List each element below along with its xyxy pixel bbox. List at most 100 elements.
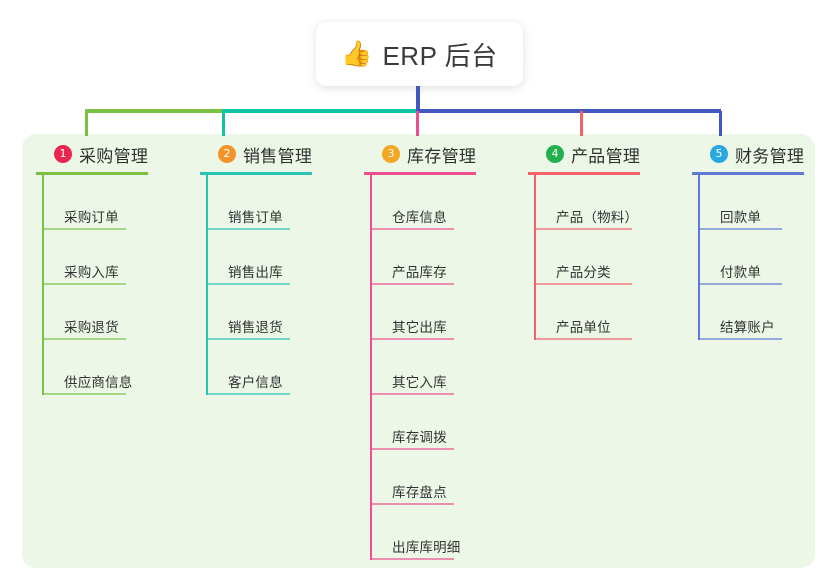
drop-product [580, 111, 583, 136]
column-spine-product [534, 175, 536, 340]
list-item-rule [42, 228, 126, 230]
column-spine-inventory [370, 175, 372, 560]
list-item-rule [42, 393, 126, 395]
list-item[interactable]: 付款单 [692, 230, 804, 285]
list-item-rule [534, 228, 632, 230]
column-header-inventory[interactable]: 3 库存管理 [364, 142, 476, 166]
list-item-label: 采购退货 [64, 320, 119, 335]
list-item[interactable]: 结算账户 [692, 285, 804, 340]
list-item-rule [206, 393, 290, 395]
column-items-sales: 销售订单销售出库销售退货客户信息 [200, 175, 312, 395]
list-item[interactable]: 销售订单 [200, 175, 312, 230]
list-item-label: 付款单 [720, 265, 762, 280]
list-item[interactable]: 销售退货 [200, 285, 312, 340]
drop-inventory [416, 111, 419, 136]
column-rule-product [528, 172, 640, 175]
list-item-label: 采购订单 [64, 210, 119, 225]
column-header-sales[interactable]: 2 销售管理 [200, 142, 312, 166]
list-item-rule [42, 338, 126, 340]
list-item-rule [370, 283, 454, 285]
drop-purchase [85, 111, 88, 136]
list-item-rule [370, 503, 454, 505]
badge-number-icon: 3 [382, 145, 400, 163]
list-item-rule [370, 448, 454, 450]
column-rule-finance [692, 172, 804, 175]
list-item[interactable]: 产品分类 [528, 230, 640, 285]
badge-number-icon: 1 [54, 145, 72, 163]
column-items-product: 产品（物料） 产品分类产品单位 [528, 175, 640, 340]
list-item[interactable]: 客户信息 [200, 340, 312, 395]
segment-green [85, 109, 222, 113]
list-item-rule [370, 338, 454, 340]
badge-number-icon: 4 [546, 145, 564, 163]
segment-teal [222, 109, 418, 113]
diagram-panel [22, 134, 815, 568]
list-item-rule [206, 283, 290, 285]
badge-number-icon: 5 [710, 145, 728, 163]
list-item-label: 出库库明细 [392, 540, 461, 555]
list-item-label: 库存调拨 [392, 430, 447, 445]
list-item-label: 结算账户 [720, 320, 775, 335]
column-items-inventory: 仓库信息产品库存其它出库其它入库库存调拨库存盘点出库库明细 [364, 175, 476, 560]
drop-sales [222, 111, 225, 136]
list-item-rule [534, 283, 632, 285]
root-node[interactable]: 👍 ERP 后台 [316, 22, 523, 86]
list-item[interactable]: 产品库存 [364, 230, 476, 285]
list-item-label: 产品库存 [392, 265, 447, 280]
column-sales: 2 销售管理销售订单销售出库销售退货客户信息 [200, 142, 312, 395]
list-item-label: 销售订单 [228, 210, 283, 225]
column-rule-purchase [36, 172, 148, 175]
list-item-label: 客户信息 [228, 375, 283, 390]
list-item-label: 产品（物料） [556, 210, 639, 225]
column-items-purchase: 采购订单采购入库采购退货供应商信息 [36, 175, 148, 395]
column-spine-sales [206, 175, 208, 395]
list-item[interactable]: 库存盘点 [364, 450, 476, 505]
list-item[interactable]: 库存调拨 [364, 395, 476, 450]
list-item-label: 产品单位 [556, 320, 611, 335]
list-item-rule [206, 228, 290, 230]
list-item[interactable]: 采购入库 [36, 230, 148, 285]
list-item[interactable]: 采购订单 [36, 175, 148, 230]
list-item-rule [370, 228, 454, 230]
list-item[interactable]: 回款单 [692, 175, 804, 230]
list-item[interactable]: 其它入库 [364, 340, 476, 395]
column-rule-inventory [364, 172, 476, 175]
list-item-label: 供应商信息 [64, 375, 133, 390]
list-item[interactable]: 采购退货 [36, 285, 148, 340]
list-item[interactable]: 其它出库 [364, 285, 476, 340]
column-title-sales: 销售管理 [243, 146, 313, 166]
column-rule-sales [200, 172, 312, 175]
list-item[interactable]: 产品（物料） [528, 175, 640, 230]
list-item-label: 销售退货 [228, 320, 283, 335]
list-item-rule [206, 338, 290, 340]
column-spine-purchase [42, 175, 44, 395]
list-item-label: 库存盘点 [392, 485, 447, 500]
list-item[interactable]: 销售出库 [200, 230, 312, 285]
column-spine-finance [698, 175, 700, 340]
list-item-rule [534, 338, 632, 340]
drop-finance [719, 111, 722, 136]
list-item-label: 销售出库 [228, 265, 283, 280]
list-item-rule [698, 338, 782, 340]
column-title-inventory: 库存管理 [407, 146, 477, 166]
list-item[interactable]: 出库库明细 [364, 505, 476, 560]
list-item-rule [698, 228, 782, 230]
segment-blue [416, 109, 721, 113]
column-items-finance: 回款单付款单结算账户 [692, 175, 804, 340]
badge-number-icon: 2 [218, 145, 236, 163]
list-item-label: 其它入库 [392, 375, 447, 390]
list-item[interactable]: 产品单位 [528, 285, 640, 340]
column-inventory: 3 库存管理仓库信息产品库存其它出库其它入库库存调拨库存盘点出库库明细 [364, 142, 476, 560]
list-item-rule [370, 393, 454, 395]
thumbs-up-icon: 👍 [341, 39, 373, 68]
list-item[interactable]: 供应商信息 [36, 340, 148, 395]
list-item[interactable]: 仓库信息 [364, 175, 476, 230]
list-item-label: 采购入库 [64, 265, 119, 280]
